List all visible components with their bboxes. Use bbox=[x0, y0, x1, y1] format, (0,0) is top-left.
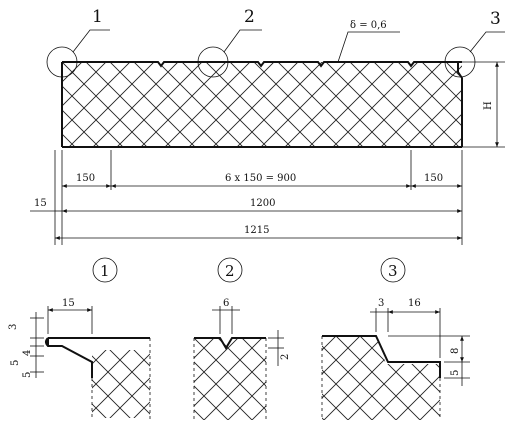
thickness-label: δ = 0,6 bbox=[350, 20, 387, 31]
dim-6x150: 6 x 150 = 900 bbox=[225, 173, 296, 184]
thickness-callout: δ = 0,6 bbox=[337, 20, 400, 63]
callout-1-label: 1 bbox=[92, 7, 103, 27]
dim-150-right: 150 bbox=[424, 173, 443, 184]
d1-dim-4: 4 bbox=[22, 350, 33, 356]
d3-dim-5: 5 bbox=[450, 370, 461, 376]
d1-dim-5b: 5 bbox=[22, 372, 33, 378]
detail-3-title: 3 bbox=[388, 262, 398, 280]
dimension-row-3: 1215 bbox=[55, 225, 462, 240]
d1-dim-15: 15 bbox=[62, 298, 75, 309]
d1-dim-3: 3 bbox=[8, 324, 19, 330]
detail-1: 15 3 5 4 5 bbox=[8, 298, 151, 420]
callout-3-label: 3 bbox=[490, 9, 501, 29]
height-label: H bbox=[483, 101, 494, 110]
height-dimension: H bbox=[462, 61, 505, 148]
dim-1215: 1215 bbox=[244, 225, 269, 236]
dim-150-left: 150 bbox=[76, 173, 95, 184]
panel-section bbox=[61, 61, 463, 148]
dim-1200: 1200 bbox=[250, 198, 275, 209]
d3-dim-8: 8 bbox=[450, 348, 461, 354]
dimension-row-2: 15 1200 bbox=[30, 198, 462, 213]
detail-3: 3 16 8 5 bbox=[321, 298, 470, 420]
detail-2: 6 2 bbox=[193, 298, 291, 420]
d3-dim-3: 3 bbox=[378, 298, 384, 309]
dim-15: 15 bbox=[34, 198, 47, 209]
callout-2-label: 2 bbox=[244, 7, 255, 27]
d2-dim-6: 6 bbox=[223, 298, 229, 309]
d3-dim-16: 16 bbox=[408, 298, 421, 309]
detail-2-title: 2 bbox=[225, 262, 235, 280]
callout-circles: 1 2 3 bbox=[46, 7, 505, 78]
extension-lines bbox=[54, 150, 463, 245]
dimension-row-1: 150 6 x 150 = 900 150 bbox=[62, 173, 462, 188]
detail-titles: 1 2 3 bbox=[92, 257, 406, 283]
d1-dim-5a: 5 bbox=[10, 360, 21, 366]
detail-1-title: 1 bbox=[100, 262, 110, 280]
d2-dim-2: 2 bbox=[280, 354, 291, 360]
